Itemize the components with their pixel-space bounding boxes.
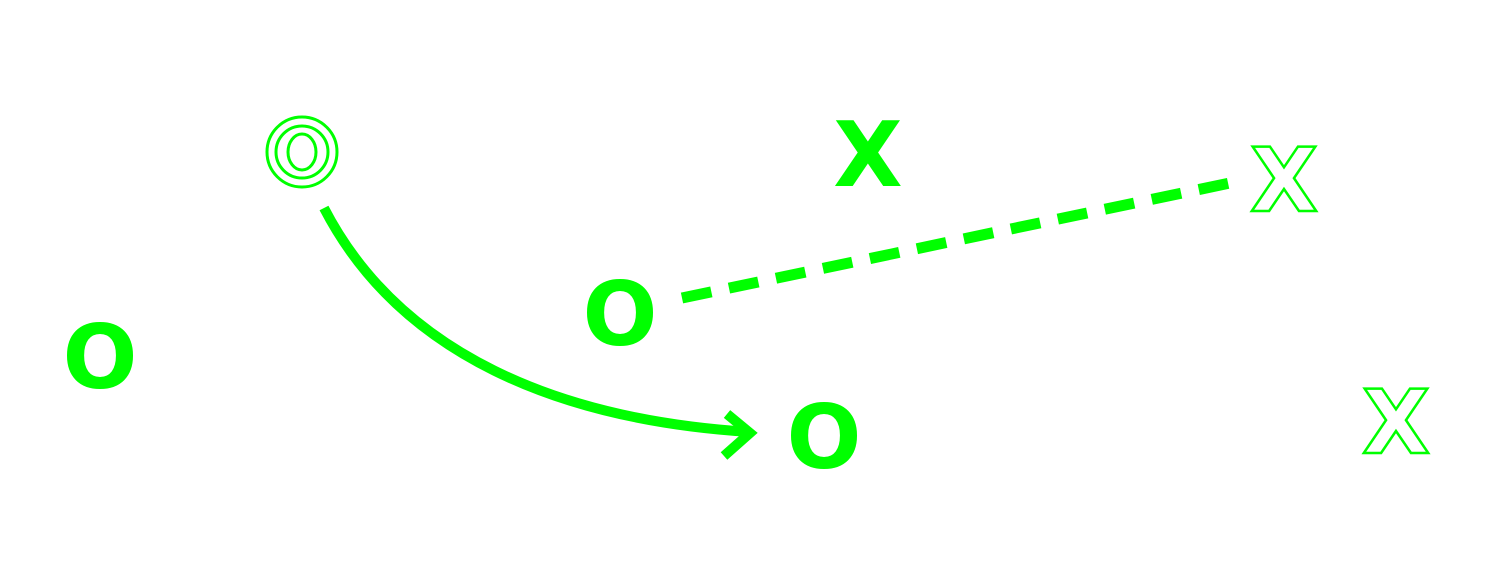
defense-x-solid: X	[833, 103, 902, 208]
offense-o-left: O	[63, 306, 138, 409]
defense-x-outline-lower: X	[1362, 371, 1430, 474]
dashed-pass-line	[680, 177, 1232, 304]
key-player-outer-ring	[265, 115, 339, 189]
arrowhead	[720, 410, 758, 460]
offense-o-target: O	[787, 386, 862, 489]
key-player-marker	[265, 115, 339, 189]
key-player-letter-o	[286, 132, 318, 172]
defense-x-outline-upper: X	[1250, 129, 1318, 232]
key-player-inner-ring	[274, 124, 330, 180]
offense-o-center: O	[583, 263, 658, 366]
route-curve-arrow	[319, 205, 751, 437]
